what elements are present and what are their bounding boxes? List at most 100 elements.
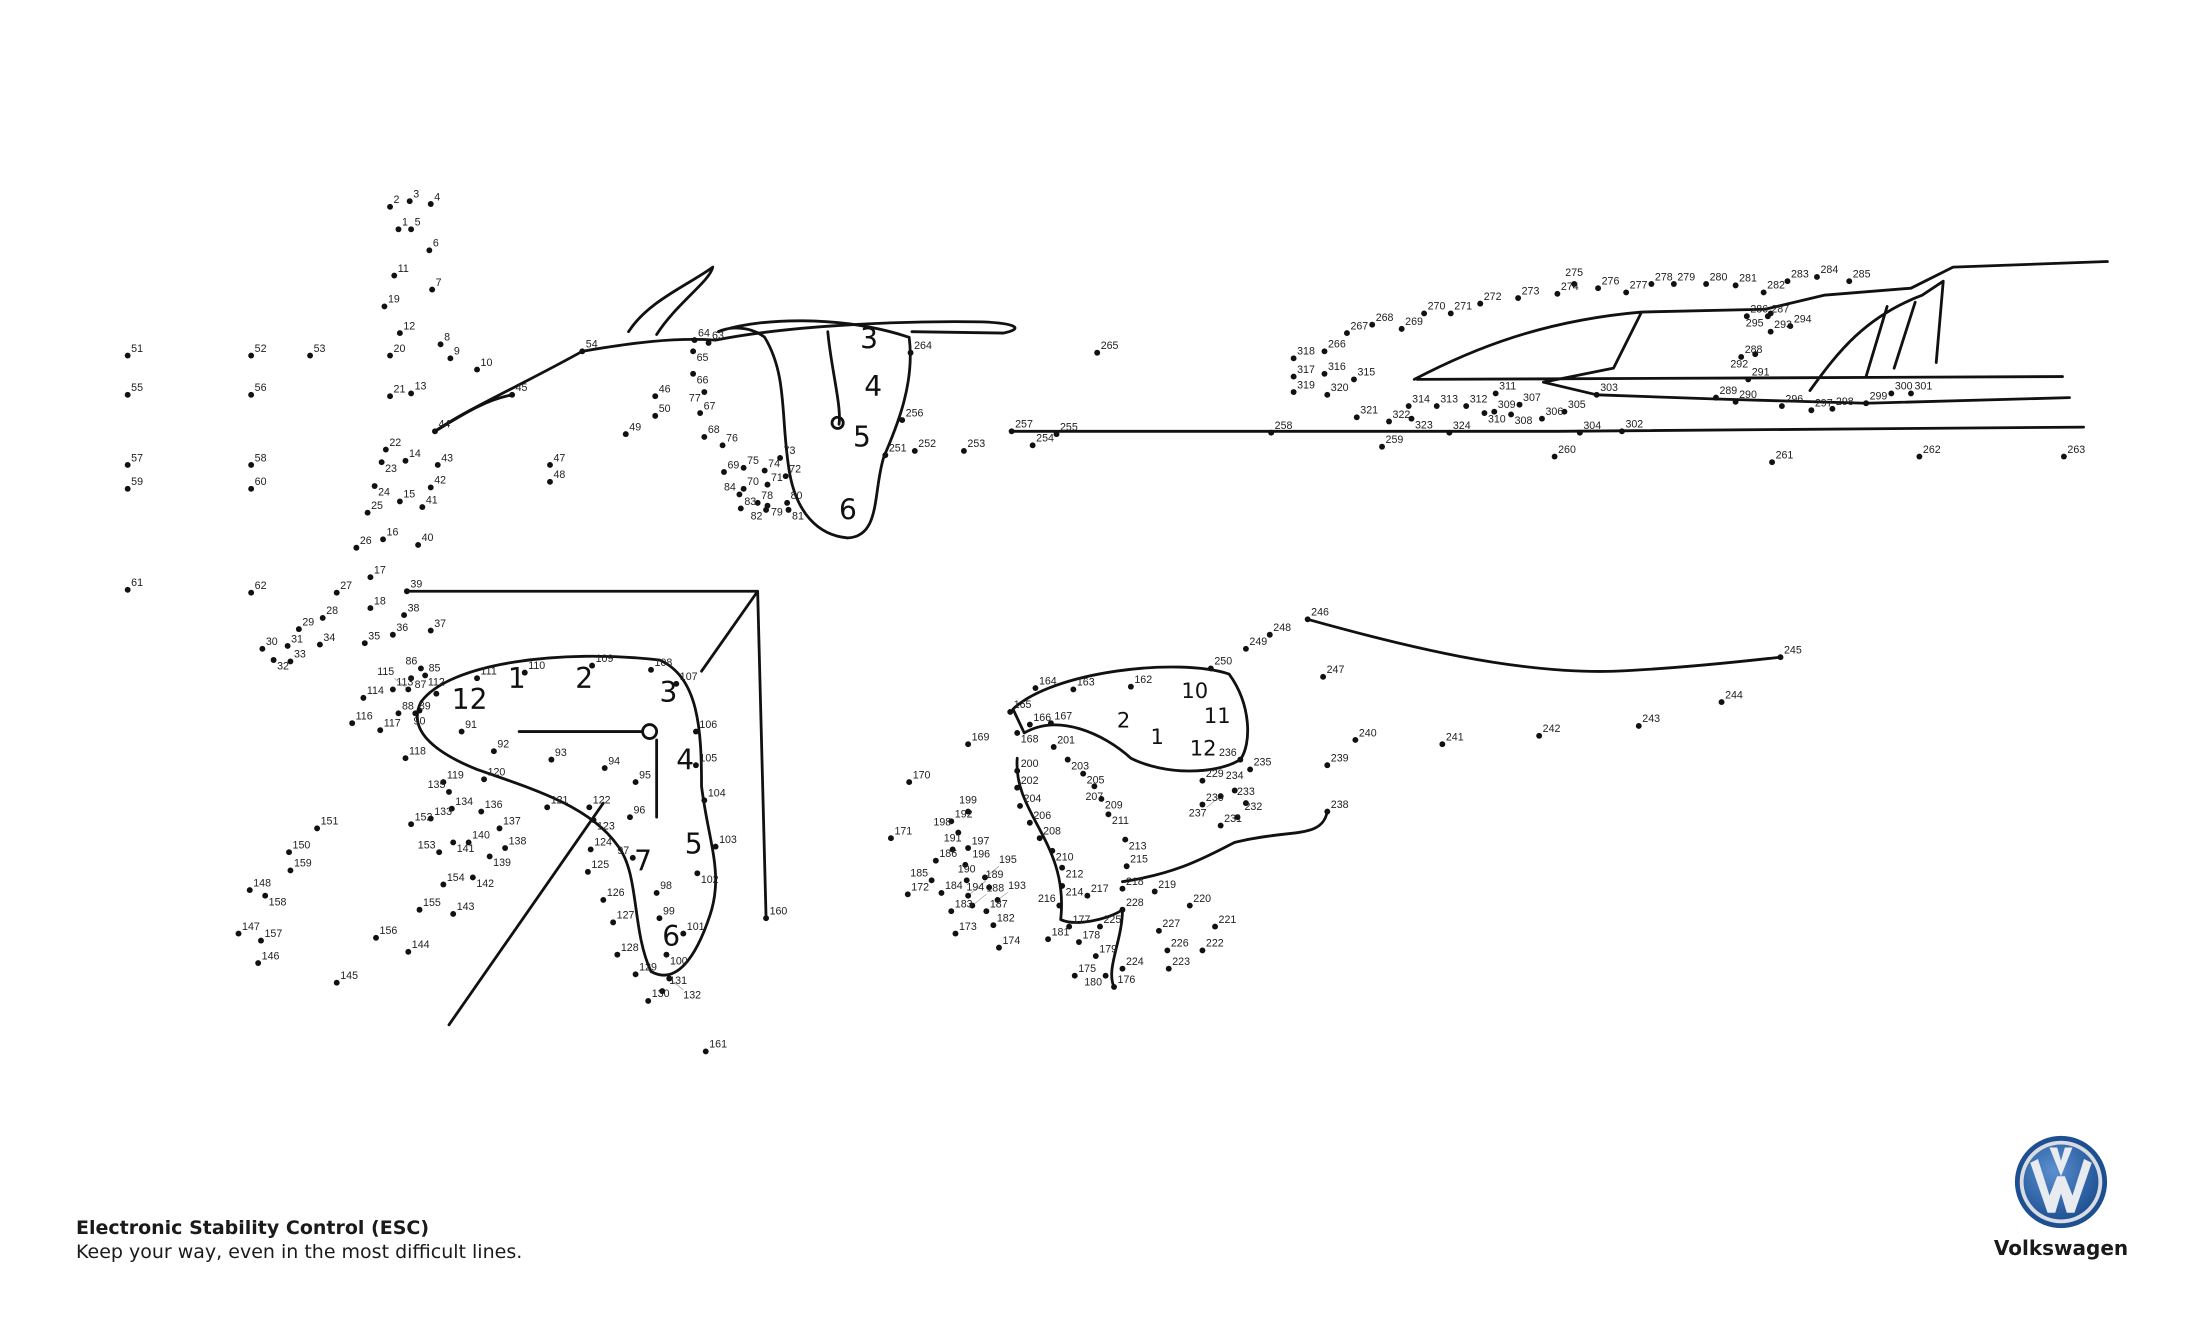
dot-290 bbox=[1732, 398, 1739, 405]
dot-85 bbox=[422, 672, 429, 679]
dot-20 bbox=[387, 352, 393, 359]
dot-label-133: 133 bbox=[434, 806, 452, 818]
dot-155 bbox=[416, 906, 423, 913]
dot-292 bbox=[1752, 351, 1759, 358]
dot-label-239: 239 bbox=[1331, 753, 1349, 765]
dot-label-161: 161 bbox=[709, 1039, 727, 1051]
dot-177 bbox=[1066, 923, 1073, 930]
dot-68 bbox=[701, 433, 708, 440]
dot-160 bbox=[763, 915, 770, 922]
dot-286 bbox=[1743, 313, 1750, 320]
dot-label-3: 3 bbox=[413, 188, 419, 200]
dot-21 bbox=[387, 393, 393, 400]
dot-127 bbox=[610, 919, 617, 926]
dot-221 bbox=[1212, 923, 1218, 930]
dot-48 bbox=[547, 478, 553, 485]
dot-label-243: 243 bbox=[1642, 713, 1660, 725]
dot-240 bbox=[1352, 737, 1359, 743]
dot-269 bbox=[1398, 325, 1405, 332]
dot-58 bbox=[248, 462, 255, 468]
dot-52 bbox=[248, 352, 255, 359]
dot-70 bbox=[740, 485, 747, 492]
dot-label-288: 288 bbox=[1745, 344, 1763, 356]
dot-label-265: 265 bbox=[1101, 340, 1119, 352]
dot-245 bbox=[1777, 654, 1784, 661]
dot-label-83: 83 bbox=[744, 496, 756, 508]
dot-163 bbox=[1070, 686, 1077, 693]
dot-8 bbox=[437, 341, 444, 348]
dot-172 bbox=[904, 891, 911, 898]
dot-label-144: 144 bbox=[412, 939, 430, 951]
dot-264 bbox=[907, 349, 914, 356]
dot-229 bbox=[1199, 777, 1206, 784]
label-leader-line bbox=[669, 978, 684, 990]
dot-label-321: 321 bbox=[1360, 405, 1378, 417]
left-melting-clock bbox=[415, 654, 717, 977]
dot-210 bbox=[1049, 847, 1056, 854]
dot-label-30: 30 bbox=[266, 636, 278, 648]
dot-10 bbox=[474, 366, 480, 373]
dot-248 bbox=[1266, 631, 1273, 638]
dot-label-257: 257 bbox=[1015, 419, 1033, 431]
dot-label-90: 90 bbox=[414, 715, 426, 727]
dot-167 bbox=[1047, 720, 1054, 727]
dot-label-127: 127 bbox=[617, 910, 635, 922]
dot-label-246: 246 bbox=[1311, 607, 1329, 619]
dot-103 bbox=[712, 843, 719, 850]
branch-horn bbox=[627, 265, 715, 336]
dot-175 bbox=[1071, 972, 1078, 979]
dot-label-276: 276 bbox=[1602, 275, 1620, 287]
dot-label-119: 119 bbox=[447, 769, 464, 781]
dot-label-197: 197 bbox=[972, 835, 990, 847]
dot-26 bbox=[353, 544, 360, 551]
dot-54 bbox=[579, 348, 586, 355]
dot-314 bbox=[1405, 403, 1412, 409]
dot-316 bbox=[1321, 370, 1328, 377]
dot-label-189: 189 bbox=[986, 869, 1004, 881]
dot-label-235: 235 bbox=[1254, 757, 1272, 769]
dot-label-167: 167 bbox=[1054, 710, 1072, 722]
dot-label-112: 112 bbox=[428, 677, 445, 689]
dot-label-242: 242 bbox=[1543, 723, 1561, 735]
dot-label-312: 312 bbox=[1470, 393, 1488, 405]
dot-53 bbox=[307, 352, 314, 359]
dot-label-34: 34 bbox=[323, 632, 335, 644]
label-leader-line bbox=[984, 866, 1000, 878]
left-clock-numeral: 3 bbox=[659, 676, 677, 709]
dot-204 bbox=[1017, 802, 1023, 809]
dot-313 bbox=[1433, 403, 1440, 409]
dot-label-137: 137 bbox=[503, 816, 521, 828]
dot-label-157: 157 bbox=[264, 928, 282, 940]
dot-166 bbox=[1026, 721, 1033, 728]
dot-label-40: 40 bbox=[422, 532, 434, 544]
dot-label-314: 314 bbox=[1412, 393, 1430, 405]
dot-252 bbox=[911, 447, 918, 454]
dot-label-47: 47 bbox=[554, 452, 566, 464]
dot-195 bbox=[982, 874, 988, 881]
dot-label-131: 131 bbox=[669, 975, 687, 987]
dot-212 bbox=[1059, 864, 1066, 871]
dot-label-52: 52 bbox=[255, 343, 267, 355]
vw-logo-icon bbox=[2014, 1135, 2108, 1229]
dot-label-287: 287 bbox=[1771, 304, 1789, 316]
dot-133 bbox=[427, 815, 434, 822]
dot-label-77: 77 bbox=[689, 393, 701, 405]
dot-label-44: 44 bbox=[438, 419, 450, 431]
dot-label-186: 186 bbox=[939, 848, 957, 860]
dot-label-106: 106 bbox=[699, 719, 717, 731]
dot-185 bbox=[928, 877, 935, 884]
dot-label-85: 85 bbox=[429, 663, 441, 675]
dot-label-14: 14 bbox=[409, 448, 421, 460]
dot-161 bbox=[702, 1048, 709, 1055]
dot-249 bbox=[1242, 645, 1249, 652]
dot-label-32: 32 bbox=[277, 661, 289, 673]
dot-148 bbox=[246, 887, 253, 894]
dot-119 bbox=[440, 779, 447, 786]
dot-label-118: 118 bbox=[409, 746, 426, 758]
dot-98 bbox=[653, 889, 660, 896]
dot-label-37: 37 bbox=[434, 618, 446, 630]
dot-146 bbox=[255, 960, 262, 967]
dot-label-209: 209 bbox=[1105, 800, 1123, 812]
dot-18 bbox=[367, 605, 374, 612]
dot-label-204: 204 bbox=[1024, 793, 1042, 805]
